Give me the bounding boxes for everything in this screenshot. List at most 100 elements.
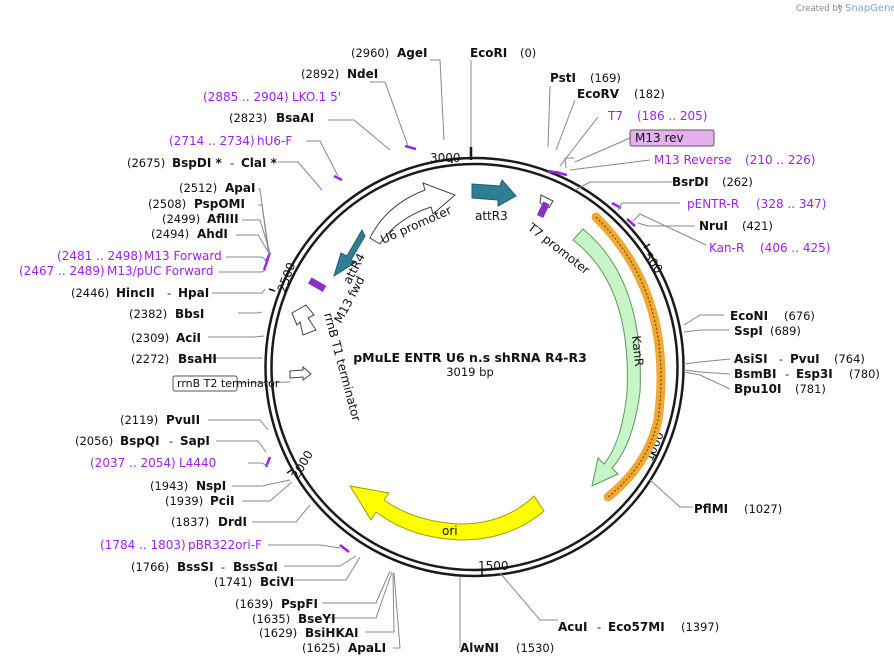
m13-fwd-feature[interactable] <box>308 277 327 292</box>
enzyme-bspqi[interactable]: BspQI <box>120 434 160 448</box>
enzyme-sep-asisi: - <box>779 352 783 366</box>
enzyme-esp3i[interactable]: Esp3I <box>796 367 833 381</box>
enzyme-pos-psti: (169) <box>590 71 621 85</box>
primer-range-pentr: (328 .. 347) <box>756 197 826 211</box>
enzyme-pos-acii: (2309) <box>131 331 169 345</box>
enzyme-bsihkai[interactable]: BsiHKAI <box>305 626 359 640</box>
t7-primer-feature[interactable] <box>536 201 550 218</box>
backbone-inner <box>270 162 679 572</box>
enzyme-pos-drdi: (1837) <box>171 515 209 529</box>
primer-pentr[interactable]: pENTR-R <box>687 197 739 211</box>
m13-rev-box[interactable] <box>629 129 715 147</box>
enzyme-bsaai[interactable]: BsaAI <box>276 111 314 125</box>
enzyme-bsmbi[interactable]: BsmBI <box>734 367 776 381</box>
enzyme-clai[interactable]: ClaI * <box>241 156 278 170</box>
primer-m13fwd[interactable]: M13 Forward <box>144 249 222 263</box>
kanr-arrow[interactable] <box>572 228 641 487</box>
enzyme-pflmi[interactable]: PflMI <box>694 502 728 516</box>
enzyme-psti[interactable]: PstI <box>550 71 576 85</box>
primer-range-lko: (2885 .. 2904) <box>203 90 289 104</box>
enzyme-sep-acui: - <box>597 620 601 634</box>
enzyme-pos-aflii: (2499) <box>162 212 200 226</box>
enzyme-drdi[interactable]: DrdI <box>218 515 247 529</box>
enzyme-aflii[interactable]: AflIII <box>207 212 239 226</box>
enzyme-pos-nrui: (421) <box>742 219 773 233</box>
primer-m13reverse[interactable]: M13 Reverse <box>654 153 732 167</box>
enzyme-bsrdi[interactable]: BsrDI <box>672 175 709 189</box>
enzyme-pos-sspi: (689) <box>770 324 801 338</box>
ori-arrow[interactable] <box>348 485 545 541</box>
enzyme-pos-bsssi: (1766) <box>131 560 169 574</box>
enzyme-bcivi[interactable]: BciVI <box>260 575 294 589</box>
enzyme-ecorv[interactable]: EcoRV <box>577 87 620 101</box>
enzyme-hpai[interactable]: HpaI <box>178 286 209 300</box>
enzyme-sep-bspdi: - <box>230 156 234 170</box>
enzyme-bseyi[interactable]: BseYI <box>298 612 336 626</box>
created-by-label: Created by <box>796 4 843 14</box>
ori-label: ori <box>442 524 458 538</box>
rrnb-t2-box[interactable] <box>172 375 238 392</box>
attr3-arrow[interactable] <box>471 179 517 207</box>
primer-t7[interactable]: T7 <box>607 109 623 123</box>
enzyme-pos-pspfi: (1639) <box>235 597 273 611</box>
enzyme-nrui[interactable]: NruI <box>699 219 728 233</box>
enzyme-bbsi[interactable]: BbsI <box>175 307 204 321</box>
tick-label-1500: 1500 <box>478 559 509 573</box>
enzyme-sapi[interactable]: SapI <box>180 434 210 448</box>
enzyme-ndei[interactable]: NdeI <box>347 67 378 81</box>
enzyme-apali[interactable]: ApaLI <box>348 641 386 655</box>
enzyme-pspfi[interactable]: PspFI <box>281 597 318 611</box>
enzyme-agei[interactable]: AgeI <box>397 46 427 60</box>
enzyme-pcii[interactable]: PciI <box>210 494 235 508</box>
enzyme-acii[interactable]: AciI <box>176 331 201 345</box>
enzyme-ecori[interactable]: EcoRI <box>470 46 507 60</box>
enzyme-pos-agei: (2960) <box>351 46 389 60</box>
enzyme-pvui[interactable]: PvuI <box>790 352 820 366</box>
enzyme-eco57mi[interactable]: Eco57MI <box>608 620 665 634</box>
enzyme-pos-pflmi: (1027) <box>744 502 782 516</box>
primer-l4440[interactable]: L4440 <box>179 456 216 470</box>
enzyme-bspdi[interactable]: BspDI * <box>172 156 222 170</box>
enzyme-pos-bsahi: (2272) <box>131 352 169 366</box>
enzyme-pos-asisi: (764) <box>834 352 865 366</box>
enzyme-sep-bspqi: - <box>169 434 173 448</box>
enzyme-pvuii[interactable]: PvuII <box>166 413 200 427</box>
enzyme-pos-acui: (1397) <box>681 620 719 634</box>
tick-label-2500: 2500 <box>275 261 299 294</box>
primer-hu6f[interactable]: hU6-F <box>257 134 292 148</box>
attr4-arrow[interactable] <box>333 228 366 278</box>
u6-promoter-arrow[interactable] <box>369 182 456 245</box>
enzyme-alwni[interactable]: AlwNI <box>460 641 499 655</box>
rrnb-t2-arrow[interactable] <box>289 365 312 381</box>
primer-range-m13fwd: (2481 .. 2498) <box>57 249 143 263</box>
enzyme-bsssai[interactable]: BssSαI <box>233 560 278 574</box>
primer-lko[interactable]: LKO.1 5' <box>292 90 341 104</box>
backbone-outer <box>264 156 685 578</box>
enzyme-pos-ahdi: (2494) <box>151 227 189 241</box>
kanr-orf-inner <box>595 216 662 498</box>
enzyme-pos-econi: (676) <box>784 309 815 323</box>
enzyme-pos-alwni: (1530) <box>516 641 554 655</box>
enzyme-sspi[interactable]: SspI <box>734 324 763 338</box>
rrnb-t1-label: rrnB T1 terminator <box>321 311 363 423</box>
enzyme-pspomi[interactable]: PspOMI <box>194 197 245 211</box>
primer-pbr322[interactable]: pBR322ori-F <box>188 538 262 552</box>
enzyme-bsahi[interactable]: BsaHI <box>178 352 217 366</box>
enzyme-bsssi[interactable]: BssSI <box>177 560 214 574</box>
primer-range-kanr: (406 .. 425) <box>760 241 830 255</box>
enzyme-hincii[interactable]: HincII <box>116 286 155 300</box>
enzyme-nspi[interactable]: NspI <box>196 479 226 493</box>
enzyme-pos-bcivi: (1741) <box>214 575 252 589</box>
rrnb-t1-arrow[interactable] <box>291 304 317 336</box>
enzyme-bpu10i[interactable]: Bpu10I <box>734 382 781 396</box>
primer-m13puc[interactable]: M13/pUC Forward <box>107 264 214 278</box>
enzyme-apai[interactable]: ApaI <box>225 181 255 195</box>
enzyme-acui[interactable]: AcuI <box>558 620 587 634</box>
enzyme-pos-bseyi: (1635) <box>252 612 290 626</box>
enzyme-ahdi[interactable]: AhdI <box>197 227 228 241</box>
enzyme-asisi[interactable]: AsiSI <box>734 352 768 366</box>
enzyme-econi[interactable]: EcoNI <box>730 309 768 323</box>
tick-label-2000: 2000 <box>288 448 315 481</box>
enzyme-sep-bsssi: - <box>221 560 225 574</box>
primer-kanr[interactable]: Kan-R <box>709 241 744 255</box>
